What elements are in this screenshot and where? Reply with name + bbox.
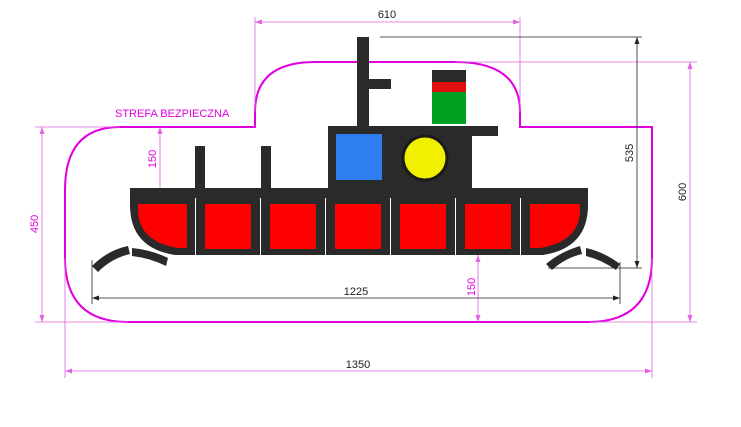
safety-zone-label: STREFA BEZPIECZNA	[115, 108, 230, 120]
dim-zone-height-left: 450	[29, 215, 41, 233]
wave-right-2	[586, 248, 620, 270]
dim-total-width: 1350	[346, 359, 370, 371]
ship-dimension-arrows	[92, 37, 640, 301]
hull-bow-right-panel	[530, 204, 580, 248]
chimney-green-body	[432, 92, 466, 124]
cabin-ledge	[462, 126, 498, 136]
dimension-lines	[35, 17, 697, 378]
dim-ship-width: 1225	[344, 286, 368, 298]
cabin-window	[336, 134, 382, 180]
hull-panel-2	[270, 204, 316, 249]
hull-panel-5	[465, 204, 511, 249]
cabin-post	[462, 136, 472, 188]
hull-bow-left-panel	[138, 204, 187, 248]
dim-top-width: 610	[378, 9, 396, 21]
wave-left-1	[92, 246, 130, 272]
porthole	[401, 134, 449, 182]
hull-panel-4	[400, 204, 446, 249]
wave-left-2	[132, 248, 168, 266]
hull-panel-1	[205, 204, 251, 249]
dim-ship-height: 535	[624, 144, 636, 162]
deck-rail	[130, 188, 588, 198]
ship	[92, 37, 620, 272]
wave-right-1	[546, 246, 582, 270]
deck-post-mid	[261, 146, 271, 190]
dim-margin-bottom: 150	[466, 278, 478, 296]
chimney-red-band	[432, 82, 466, 92]
dim-margin-left: 150	[147, 150, 159, 168]
mast-arm	[369, 79, 391, 89]
safety-zone-outline	[64, 61, 653, 323]
chimney-top	[432, 70, 466, 82]
ship-dimension-lines	[91, 36, 642, 304]
deck-post-left	[195, 146, 205, 190]
hull-panel-3	[335, 204, 381, 249]
dim-zone-height-right: 600	[677, 183, 689, 201]
mast	[357, 37, 369, 127]
